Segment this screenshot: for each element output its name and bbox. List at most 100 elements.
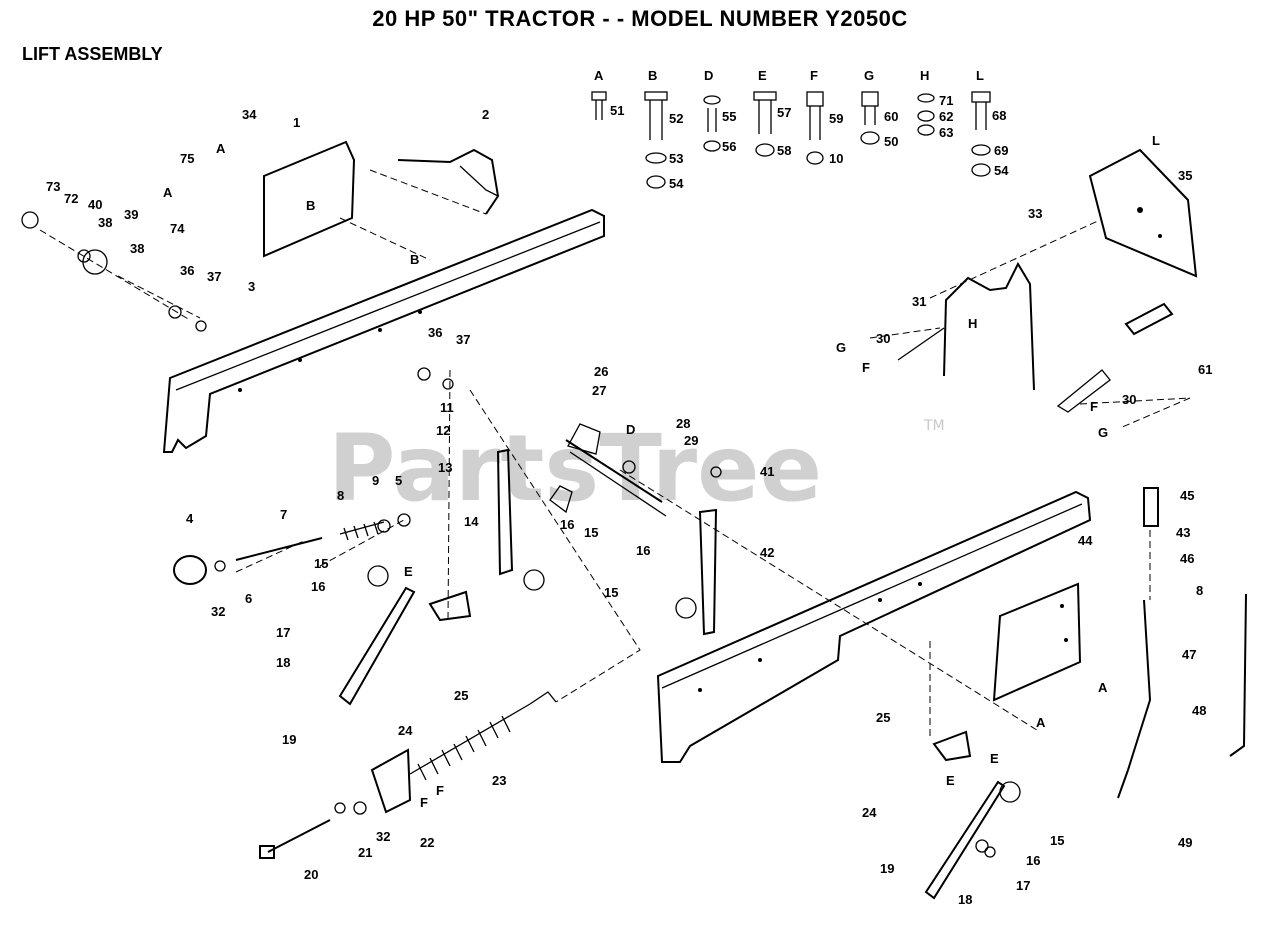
callout-1: 1: [293, 115, 300, 130]
callout-40: 40: [88, 197, 102, 212]
hw-col-l-part-3: 54: [994, 163, 1009, 178]
hw-col-h-part-1: 71: [939, 93, 953, 108]
callout-6: 6: [245, 591, 252, 606]
callout-43: 43: [1176, 525, 1190, 540]
callout-18-a: 18: [276, 655, 290, 670]
ref-l-1: L: [1152, 133, 1160, 148]
callout-37-a: 37: [207, 269, 221, 284]
callout-19-b: 19: [880, 861, 894, 876]
callout-19-a: 19: [282, 732, 296, 747]
callout-20: 20: [304, 867, 318, 882]
ref-h-1: H: [968, 316, 977, 331]
ref-f-4: F: [436, 783, 444, 798]
hw-col-d-part-1: 55: [722, 109, 736, 124]
ref-g-2: G: [1098, 425, 1108, 440]
callout-15-d: 15: [1050, 833, 1064, 848]
callout-4: 4: [186, 511, 194, 526]
callout-36-a: 36: [180, 263, 194, 278]
callout-24-b: 24: [862, 805, 877, 820]
hw-col-b-part-2: 53: [669, 151, 683, 166]
hw-col-e-part-2: 58: [777, 143, 791, 158]
callout-3: 3: [248, 279, 255, 294]
hardware-key: A 51 B 52 53 54 D 55 56 E 57 58 F 59 10 …: [591, 68, 1009, 191]
watermark-text: PartsTree: [328, 415, 822, 522]
callout-46: 46: [1180, 551, 1194, 566]
callout-49: 49: [1178, 835, 1192, 850]
line-art: [21, 140, 1247, 900]
ref-a-4: A: [1036, 715, 1046, 730]
callout-38-b: 38: [130, 241, 144, 256]
hw-col-f-letter: F: [810, 68, 818, 83]
callout-75: 75: [180, 151, 194, 166]
ref-f-2: F: [1090, 399, 1098, 414]
hw-col-b-letter: B: [648, 68, 657, 83]
callout-17-b: 17: [1016, 878, 1030, 893]
hw-col-g-letter: G: [864, 68, 874, 83]
hw-col-h-part-3: 63: [939, 125, 953, 140]
hw-col-a-letter: A: [594, 68, 604, 83]
callout-14: 14: [464, 514, 479, 529]
callout-42: 42: [760, 545, 774, 560]
callout-22: 22: [420, 835, 434, 850]
callout-9: 9: [372, 473, 379, 488]
ref-d-1: D: [626, 422, 635, 437]
hw-col-f-part-2: 10: [829, 151, 843, 166]
ref-e-2: E: [990, 751, 999, 766]
callout-41: 41: [760, 464, 774, 479]
hw-col-g-part-1: 60: [884, 109, 898, 124]
callout-2: 2: [482, 107, 489, 122]
hw-col-e-part-1: 57: [777, 105, 791, 120]
callout-15-b: 15: [584, 525, 598, 540]
callout-8-right: 8: [1196, 583, 1203, 598]
callout-15-a: 15: [314, 556, 328, 571]
callout-34: 34: [242, 107, 257, 122]
hw-col-d-part-2: 56: [722, 139, 736, 154]
callout-5: 5: [395, 473, 402, 488]
callout-30-b: 30: [1122, 392, 1136, 407]
ref-f-1: F: [862, 360, 870, 375]
hw-col-l-letter: L: [976, 68, 984, 83]
hw-col-l-part-2: 69: [994, 143, 1008, 158]
callout-72: 72: [64, 191, 78, 206]
hw-col-g-part-2: 50: [884, 134, 898, 149]
ref-e-1: E: [404, 564, 413, 579]
ref-b-1: B: [306, 198, 315, 213]
ref-f-3: F: [420, 795, 428, 810]
callout-31: 31: [912, 294, 926, 309]
ref-e-3: E: [946, 773, 955, 788]
callout-47: 47: [1182, 647, 1196, 662]
callout-labels: 1 2 3 4 5 6 7 8 8 9 11 12 13 14 15 15 15…: [46, 107, 1212, 907]
callout-16-a: 16: [311, 579, 325, 594]
callout-16-d: 16: [1026, 853, 1040, 868]
callout-44: 44: [1078, 533, 1093, 548]
reference-letters: A A A A B B D E E E F F F F G G H L: [163, 133, 1160, 810]
callout-12: 12: [436, 423, 450, 438]
callout-61: 61: [1198, 362, 1212, 377]
callout-35: 35: [1178, 168, 1192, 183]
callout-32-a: 32: [211, 604, 225, 619]
hw-col-h-letter: H: [920, 68, 929, 83]
section-title: LIFT ASSEMBLY: [22, 44, 163, 64]
callout-7: 7: [280, 507, 287, 522]
callout-28: 28: [676, 416, 690, 431]
ref-a-1: A: [216, 141, 226, 156]
hw-col-e-letter: E: [758, 68, 767, 83]
callout-36-b: 36: [428, 325, 442, 340]
callout-25-b: 25: [876, 710, 890, 725]
callout-17-a: 17: [276, 625, 290, 640]
callout-33: 33: [1028, 206, 1042, 221]
callout-15-c: 15: [604, 585, 618, 600]
callout-26: 26: [594, 364, 608, 379]
callout-32-b: 32: [376, 829, 390, 844]
callout-74: 74: [170, 221, 185, 236]
callout-8-left: 8: [337, 488, 344, 503]
callout-48: 48: [1192, 703, 1206, 718]
callout-21: 21: [358, 845, 372, 860]
callout-37-b: 37: [456, 332, 470, 347]
callout-16-b: 16: [560, 517, 574, 532]
callout-45: 45: [1180, 488, 1194, 503]
callout-13: 13: [438, 460, 452, 475]
ref-b-2: B: [410, 252, 419, 267]
hw-col-b-part-3: 54: [669, 176, 684, 191]
